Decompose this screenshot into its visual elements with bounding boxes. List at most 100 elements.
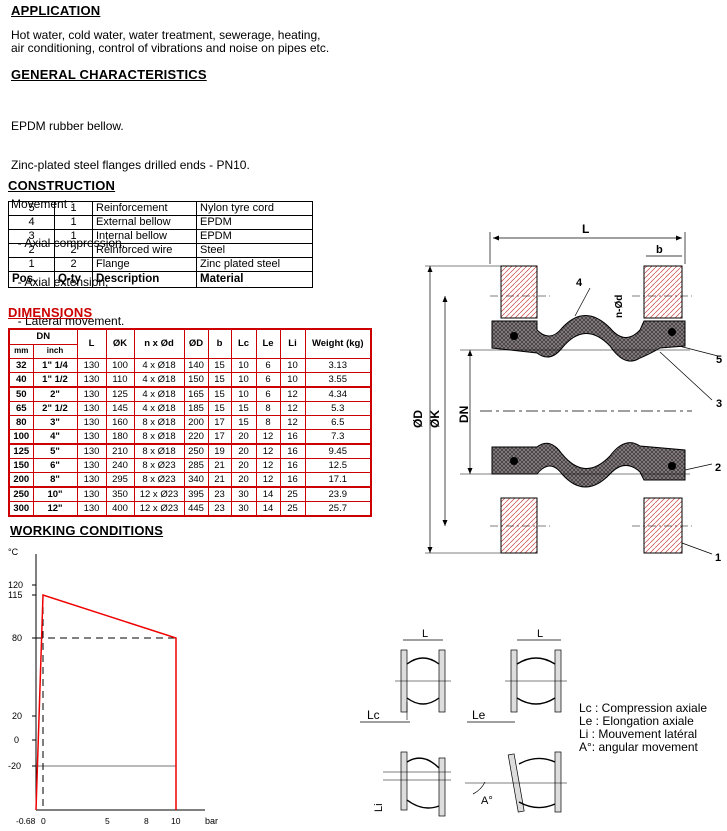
working-conditions-chart: °C bar 120 115 80 20 0 -20 -0.68 0 5 8 1…: [8, 547, 218, 826]
table-cell: 340: [183, 472, 209, 488]
table-cell: Flange: [92, 257, 197, 272]
table-cell: 3": [32, 415, 78, 430]
sketch-lateral: Li: [373, 751, 451, 817]
table-cell: 130: [76, 486, 107, 502]
dimension-label-D: ØD: [411, 410, 425, 428]
table-cell: 6: [255, 358, 281, 373]
table-cell: 10: [230, 372, 257, 388]
header-cell: mm: [8, 343, 34, 359]
table-cell: 6: [255, 386, 281, 402]
y-tick-label: 0: [14, 735, 19, 745]
y-tick-label: 120: [8, 580, 23, 590]
table-cell: 3.55: [304, 372, 372, 388]
table-cell: 125: [8, 443, 34, 459]
table-cell: 19: [207, 443, 232, 459]
sketch-label-L2: L: [537, 628, 543, 640]
reinforced-wire: [510, 457, 518, 465]
table-cell: 130: [76, 472, 107, 488]
table-cell: 1: [8, 257, 55, 272]
table-cell: 23.9: [304, 486, 372, 502]
table-cell: Internal bellow: [92, 229, 197, 244]
general-heading: GENERAL CHARACTERISTICS: [11, 67, 207, 82]
table-cell: 10: [279, 358, 306, 373]
flange-right-bottom: [643, 497, 683, 554]
table-cell: 15: [230, 415, 257, 430]
table-cell: 2: [8, 243, 55, 258]
table-cell: 220: [183, 429, 209, 445]
table-cell: 16: [279, 472, 306, 488]
table-cell: 200: [8, 472, 34, 488]
dimension-label-L: L: [582, 222, 589, 236]
table-cell: 240: [105, 458, 135, 473]
table-cell: 2": [32, 386, 78, 402]
y-tick-label: 20: [12, 711, 22, 721]
application-text: Hot water, cold water, water treatment, …: [11, 29, 329, 55]
dimensions-table: DN L ØK n x Ød ØD b Lc Le Li Weight (kg)…: [8, 328, 372, 517]
table-cell: 8 x Ø23: [133, 458, 185, 473]
table-cell: EPDM: [196, 215, 313, 230]
table-cell: 250: [183, 443, 209, 459]
table-cell: 3: [8, 229, 55, 244]
table-cell: 130: [76, 401, 107, 416]
table-cell: Steel: [196, 243, 313, 258]
y-tick-label: -20: [8, 761, 21, 771]
x-unit-label: bar: [205, 816, 218, 826]
table-cell: 12": [32, 501, 78, 517]
table-cell: 17: [207, 415, 232, 430]
table-cell: 16: [279, 443, 306, 459]
table-cell: 285: [183, 458, 209, 473]
table-cell: 25.7: [304, 501, 372, 517]
table-cell: 20: [230, 429, 257, 445]
table-cell: 8": [32, 472, 78, 488]
table-cell: 4 x Ø18: [133, 401, 185, 416]
x-tick-label: 10: [171, 816, 181, 826]
table-cell: 130: [76, 458, 107, 473]
table-cell: 130: [76, 429, 107, 445]
header-cell: inch: [32, 343, 78, 359]
bellow-top: [491, 315, 686, 362]
sketch-label-L: L: [422, 628, 428, 640]
x-tick-label: 0: [41, 816, 46, 826]
table-cell: 2" 1/2: [32, 401, 78, 416]
table-cell: 12: [255, 443, 281, 459]
table-cell: 6: [255, 372, 281, 388]
table-cell: 12 x Ø23: [133, 501, 185, 517]
table-cell: 4": [32, 429, 78, 445]
header-cell: n x Ød: [133, 328, 185, 359]
table-cell: 10: [230, 386, 257, 402]
table-cell: 10: [279, 372, 306, 388]
table-cell: 130: [76, 358, 107, 373]
table-cell: 12: [255, 458, 281, 473]
table-cell: 165: [183, 386, 209, 402]
header-cell: DN: [8, 328, 78, 345]
table-cell: 140: [183, 358, 209, 373]
table-cell: 15: [207, 358, 232, 373]
table-cell: 5": [32, 443, 78, 459]
table-cell: 110: [105, 372, 135, 388]
table-cell: Reinforcement: [92, 201, 197, 216]
table-cell: 14: [255, 486, 281, 502]
legend-line: Li : Mouvement latéral: [579, 727, 698, 741]
reinforced-wire: [510, 332, 518, 340]
table-cell: 4.34: [304, 386, 372, 402]
table-cell: 300: [8, 501, 34, 517]
header-cell: Lc: [230, 328, 257, 359]
table-cell: 20: [230, 458, 257, 473]
table-cell: 1: [54, 215, 93, 230]
flange-left-top: [500, 265, 538, 319]
movement-sketches: L Lc L Le Li A°: [360, 628, 567, 817]
table-cell: 3.13: [304, 358, 372, 373]
general-line: EPDM rubber bellow.: [11, 119, 124, 133]
x-tick-label: 8: [144, 816, 149, 826]
table-cell: 100: [8, 429, 34, 445]
